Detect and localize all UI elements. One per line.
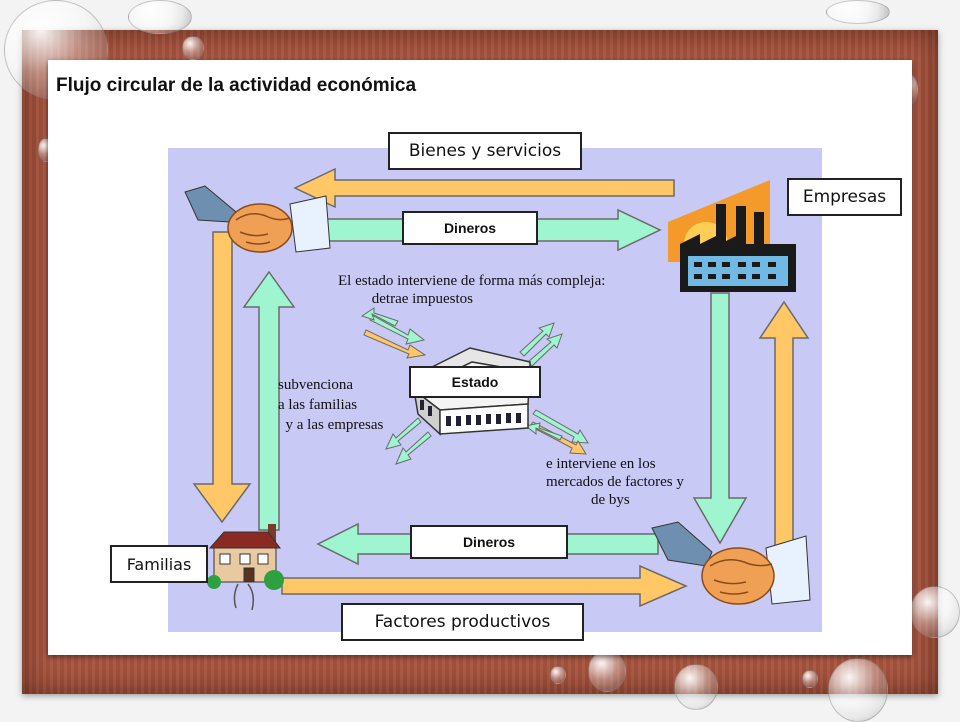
water-drop-decoration — [910, 586, 960, 638]
goods-flow-arrow-left — [192, 231, 252, 524]
water-drop-decoration — [588, 650, 626, 692]
money-label-bottom: Dineros — [410, 525, 568, 559]
estado-arrows-bottom-left — [385, 417, 432, 465]
money-flow-arrow-right — [692, 292, 748, 545]
water-drop-decoration — [802, 670, 818, 688]
factors-flow-arrow-bottom — [281, 564, 688, 608]
water-drop-decoration — [828, 658, 888, 722]
water-drop-decoration — [128, 0, 192, 34]
handshake-icon — [651, 521, 811, 605]
goods-flow-arrow — [293, 167, 675, 209]
estado-arrows-top-left — [360, 307, 427, 359]
water-drop-decoration — [826, 0, 890, 24]
house-icon — [207, 524, 284, 611]
state-intervention-note: El estado interviene de forma más comple… — [338, 273, 606, 307]
handshake-icon — [184, 185, 331, 253]
estado-arrows-top-right — [519, 322, 563, 367]
factors-flow-arrow-right — [758, 300, 810, 549]
money-flow-arrow-left — [242, 270, 296, 531]
companies-label: Empresas — [787, 178, 902, 216]
diagram-title: Flujo circular de la actividad económica — [56, 75, 417, 96]
families-label: Familias — [110, 545, 208, 583]
water-drop-decoration — [674, 664, 718, 710]
water-drop-decoration — [550, 666, 566, 684]
state-label: Estado — [409, 366, 541, 398]
productive-factors-label: Factores productivos — [341, 603, 584, 641]
water-drop-decoration — [182, 36, 204, 60]
factory-icon — [668, 180, 796, 292]
subsidy-note: subvenciona a las familias y a las empre… — [278, 377, 384, 433]
goods-services-label: Bienes y servicios — [388, 132, 582, 170]
money-label-top: Dineros — [402, 211, 538, 245]
markets-intervention-note: e interviene en los mercados de factores… — [546, 456, 684, 508]
estado-arrows-bottom-right — [524, 409, 589, 455]
